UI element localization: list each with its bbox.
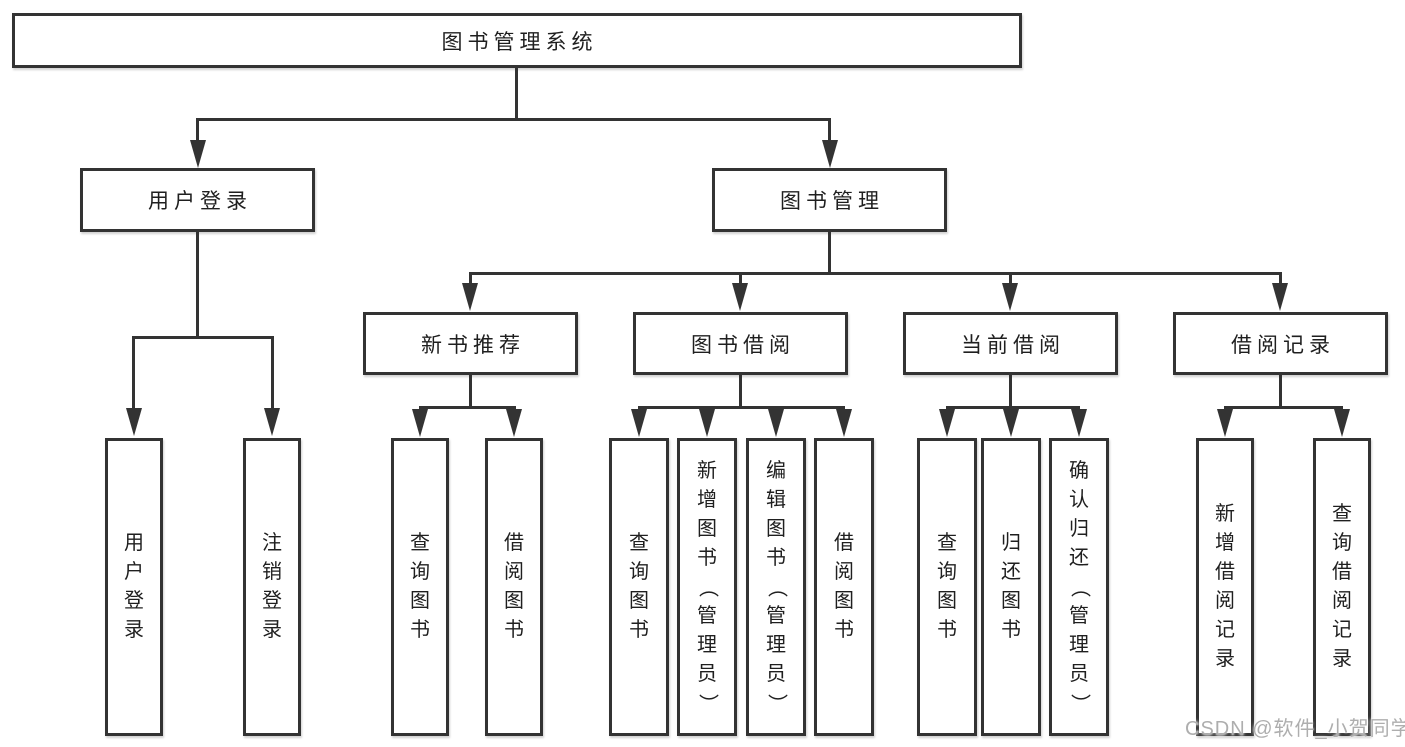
edge-root-split xyxy=(197,118,831,121)
leaf-query-books-recommend: 查询图书 xyxy=(391,438,449,736)
arrowhead-new-book-query xyxy=(412,409,428,437)
node-book-borrowing: 图书借阅 xyxy=(633,312,848,375)
leaf-query-books-borrow: 查询图书 xyxy=(609,438,669,736)
arrowhead-to-current-borrow xyxy=(1002,283,1018,311)
edge-to-leaf-login-stem xyxy=(132,336,135,410)
edge-to-book-borrow-stem xyxy=(739,272,742,286)
edge-to-borrow-record-stem xyxy=(1279,272,1282,286)
node-current-borrowing: 当前借阅 xyxy=(903,312,1118,375)
leaf-return-books-label: 归还图书 xyxy=(1001,532,1021,641)
leaf-borrow-books-recommend: 借阅图书 xyxy=(485,438,543,736)
leaf-borrow-books-recommend-label: 借阅图书 xyxy=(504,532,524,641)
leaf-logout: 注销登录 xyxy=(243,438,301,736)
arrowhead-new-book-borrow xyxy=(506,409,522,437)
edge-book-borrow-split xyxy=(638,406,845,409)
edge-new-book-split xyxy=(419,406,516,409)
leaf-query-books-recommend-label: 查询图书 xyxy=(410,532,430,641)
arrowhead-bb-edit xyxy=(768,409,784,437)
leaf-add-borrow-record: 新增借阅记录 xyxy=(1196,438,1254,736)
edge-user-login-split xyxy=(133,336,274,339)
arrowhead-bb-borrow xyxy=(836,409,852,437)
leaf-query-borrow-record: 查询借阅记录 xyxy=(1313,438,1371,736)
arrowhead-to-borrow-record xyxy=(1272,283,1288,311)
edge-user-login-stem xyxy=(196,232,199,336)
arrowhead-to-user-login xyxy=(190,140,206,168)
edge-current-borrow-group-stem xyxy=(1009,375,1012,406)
leaf-borrow-books: 借阅图书 xyxy=(814,438,874,736)
node-user-login: 用户登录 xyxy=(80,168,315,232)
arrowhead-br-query xyxy=(1334,409,1350,437)
leaf-add-book-admin: 新增图书（管理员） xyxy=(677,438,737,736)
node-book-management: 图书管理 xyxy=(712,168,947,232)
edge-root-stem xyxy=(515,68,518,118)
leaf-edit-book-admin-label: 编辑图书（管理员） xyxy=(765,459,788,714)
arrowhead-to-new-book xyxy=(462,283,478,311)
leaf-add-book-admin-label: 新增图书（管理员） xyxy=(696,459,719,714)
leaf-borrow-books-label: 借阅图书 xyxy=(834,532,854,641)
leaf-query-books-borrow-label: 查询图书 xyxy=(629,532,649,641)
leaf-query-books-current: 查询图书 xyxy=(917,438,977,736)
node-new-book-recommendation: 新书推荐 xyxy=(363,312,578,375)
leaf-return-books: 归还图书 xyxy=(981,438,1041,736)
arrowhead-to-book-mgmt xyxy=(822,140,838,168)
edge-current-borrow-split xyxy=(946,406,1080,409)
edge-book-mgmt-split xyxy=(469,272,1281,275)
leaf-query-borrow-record-label: 查询借阅记录 xyxy=(1332,503,1352,670)
leaf-add-borrow-record-label: 新增借阅记录 xyxy=(1215,503,1235,670)
edge-to-leaf-logout-stem xyxy=(271,336,274,410)
node-library-system: 图书管理系统 xyxy=(12,13,1022,68)
edge-to-current-borrow-stem xyxy=(1009,272,1012,286)
arrowhead-cb-query xyxy=(939,409,955,437)
edge-to-user-login-stem xyxy=(196,118,199,144)
edge-to-book-mgmt-stem xyxy=(828,118,831,144)
arrowhead-bb-add xyxy=(699,409,715,437)
leaf-confirm-return-admin: 确认归还（管理员） xyxy=(1049,438,1109,736)
leaf-user-login: 用户登录 xyxy=(105,438,163,736)
arrowhead-cb-return xyxy=(1003,409,1019,437)
arrowhead-to-book-borrow xyxy=(732,283,748,311)
arrowhead-cb-confirm xyxy=(1071,409,1087,437)
arrowhead-to-leaf-logout xyxy=(264,408,280,436)
arrowhead-br-add xyxy=(1217,409,1233,437)
leaf-query-books-current-label: 查询图书 xyxy=(937,532,957,641)
csdn-watermark: CSDN @软件_小贺同学 xyxy=(1185,718,1405,740)
arrowhead-to-leaf-login xyxy=(126,408,142,436)
node-borrowing-records: 借阅记录 xyxy=(1173,312,1388,375)
edge-book-borrow-group-stem xyxy=(739,375,742,406)
edge-borrow-record-group-stem xyxy=(1279,375,1282,406)
edge-to-new-book-stem xyxy=(469,272,472,286)
leaf-logout-label: 注销登录 xyxy=(262,532,282,641)
edge-book-mgmt-stem xyxy=(828,232,831,272)
leaf-edit-book-admin: 编辑图书（管理员） xyxy=(746,438,806,736)
edge-borrow-record-split xyxy=(1224,406,1343,409)
leaf-user-login-label: 用户登录 xyxy=(124,532,144,641)
leaf-confirm-return-admin-label: 确认归还（管理员） xyxy=(1068,459,1091,714)
edge-new-book-stem xyxy=(469,375,472,406)
arrowhead-bb-query xyxy=(631,409,647,437)
